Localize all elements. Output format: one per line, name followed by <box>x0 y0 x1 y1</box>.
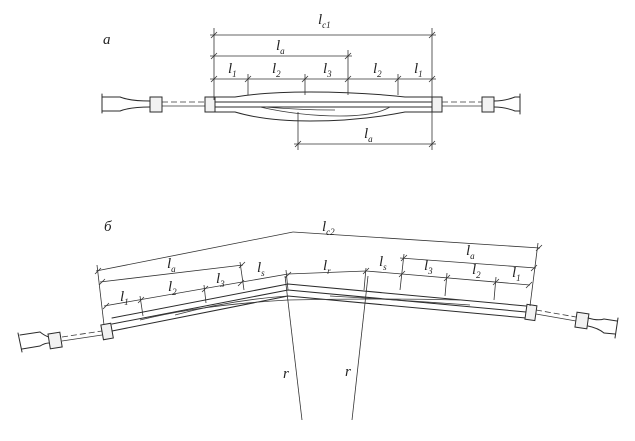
coupler-block <box>431 96 443 113</box>
dim-lr: lr ls <box>287 254 406 291</box>
label-l2-right: l2 <box>373 61 382 79</box>
splice-body-b <box>111 283 527 332</box>
label-l1-right-b: l1 <box>512 265 521 283</box>
coupler-block <box>524 303 538 322</box>
label-ls-right: ls <box>379 254 387 272</box>
label-l1-left-b: l1 <box>120 289 129 307</box>
left-rod-a <box>101 93 216 114</box>
dim-chain-b-left: l1 l2 l3 ls <box>102 260 292 317</box>
label-r-right: r <box>345 364 351 380</box>
figure-b: б <box>17 219 619 421</box>
label-lr: lr <box>323 258 331 276</box>
label-la-bottom: la <box>364 126 373 144</box>
label-l1-right: l1 <box>414 61 423 79</box>
coupler-block <box>204 96 216 113</box>
label-ls-left: ls <box>257 260 265 278</box>
dim-la-right: la <box>399 243 538 291</box>
panel-label-b: б <box>104 219 112 235</box>
label-lc2: lc2 <box>322 219 335 237</box>
right-rod-b <box>524 303 619 339</box>
label-l2-left: l2 <box>272 61 281 79</box>
label-l1-left: l1 <box>228 61 237 79</box>
label-lc1: lc1 <box>318 12 331 30</box>
dim-chain-b-right: l3 l2 l1 <box>401 258 533 301</box>
coupler-block <box>100 322 114 341</box>
figure-a: а <box>101 12 521 150</box>
label-la-left: la <box>167 256 176 274</box>
dim-lc2: lc2 <box>94 219 543 326</box>
left-rod-b <box>17 322 114 353</box>
label-la-right: la <box>466 243 475 261</box>
dim-lc1: lc1 <box>210 12 436 100</box>
label-l3-left-b: l3 <box>216 271 225 289</box>
dim-la-left: la <box>98 256 246 291</box>
label-l2-left-b: l2 <box>168 279 177 297</box>
dim-la-bottom: la <box>294 112 436 150</box>
label-l3: l3 <box>323 61 332 79</box>
label-l3-right-b: l3 <box>424 258 433 276</box>
panel-label-a: а <box>103 32 111 48</box>
coupler-block <box>149 96 163 113</box>
right-rod-a <box>431 93 521 115</box>
coupler-block <box>481 96 495 113</box>
coupler-block <box>574 311 590 330</box>
radius-lines: r r <box>283 275 369 421</box>
label-r-left: r <box>283 366 289 382</box>
dim-la-top: la <box>210 38 352 95</box>
dim-chain-a: l1 l2 l3 l2 l1 <box>210 61 436 95</box>
label-l2-right-b: l2 <box>472 262 481 280</box>
coupler-block <box>47 331 63 350</box>
label-la-top: la <box>276 38 285 56</box>
splice-body-a <box>214 91 433 122</box>
